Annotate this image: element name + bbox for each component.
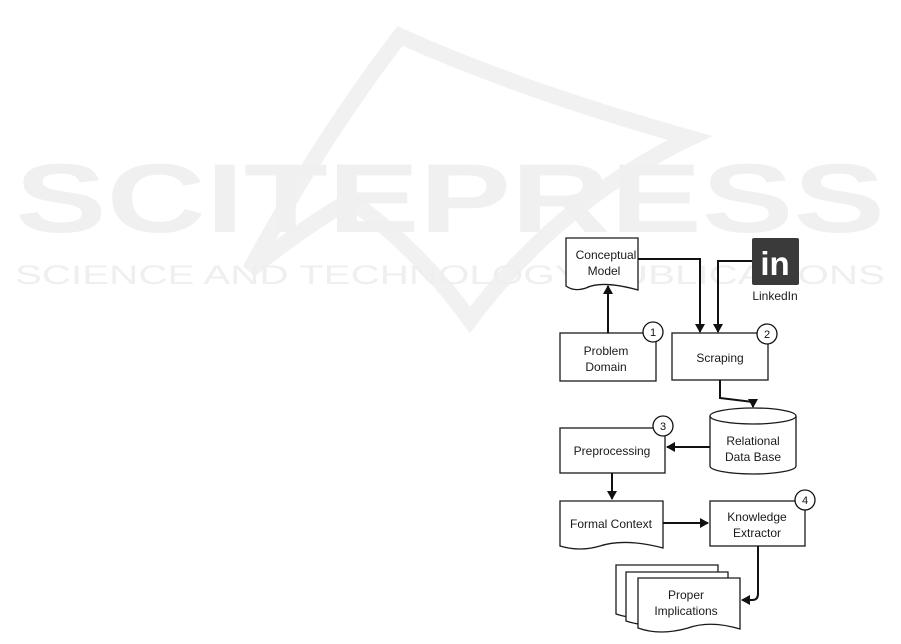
relational-database-label-line1: Relational xyxy=(726,434,779,448)
knowledge-extractor-node: Knowledge Extractor 4 xyxy=(710,490,815,546)
problem-domain-node: Problem Domain 1 xyxy=(560,322,663,381)
arrow-scraping-to-database xyxy=(720,380,753,407)
preprocessing-label: Preprocessing xyxy=(574,444,651,458)
conceptual-model-label-line2: Model xyxy=(588,264,621,278)
knowledge-extractor-label-line1: Knowledge xyxy=(727,510,787,524)
step-badge-1-label: 1 xyxy=(650,327,656,339)
scraping-node: Scraping 2 xyxy=(672,324,777,380)
problem-domain-label-line1: Problem xyxy=(584,344,629,358)
arrow-extractor-to-implications xyxy=(742,546,758,600)
conceptual-model-node: Conceptual Model xyxy=(566,238,638,290)
watermark-main-text: SCITEPRESS xyxy=(15,143,885,253)
knowledge-extractor-label-line2: Extractor xyxy=(733,526,781,540)
relational-database-label-line2: Data Base xyxy=(725,450,781,464)
proper-implications-label-line2: Implications xyxy=(654,604,717,618)
scraping-label: Scraping xyxy=(696,351,743,365)
step-badge-3-label: 3 xyxy=(660,421,666,433)
step-badge-2-label: 2 xyxy=(764,329,770,341)
step-badge-4-label: 4 xyxy=(802,495,808,507)
proper-implications-label-line1: Proper xyxy=(668,588,704,602)
formal-context-node: Formal Context xyxy=(560,501,663,549)
problem-domain-label-line2: Domain xyxy=(585,360,626,374)
formal-context-label: Formal Context xyxy=(570,517,653,531)
proper-implications-node: Proper Implications xyxy=(616,565,740,632)
preprocessing-node: Preprocessing 3 xyxy=(560,416,673,473)
linkedin-node: in LinkedIn xyxy=(752,238,799,303)
linkedin-logo-text: in xyxy=(760,245,789,282)
relational-database-node: Relational Data Base xyxy=(710,408,796,474)
linkedin-label: LinkedIn xyxy=(752,289,797,303)
conceptual-model-label-line1: Conceptual xyxy=(576,248,637,262)
